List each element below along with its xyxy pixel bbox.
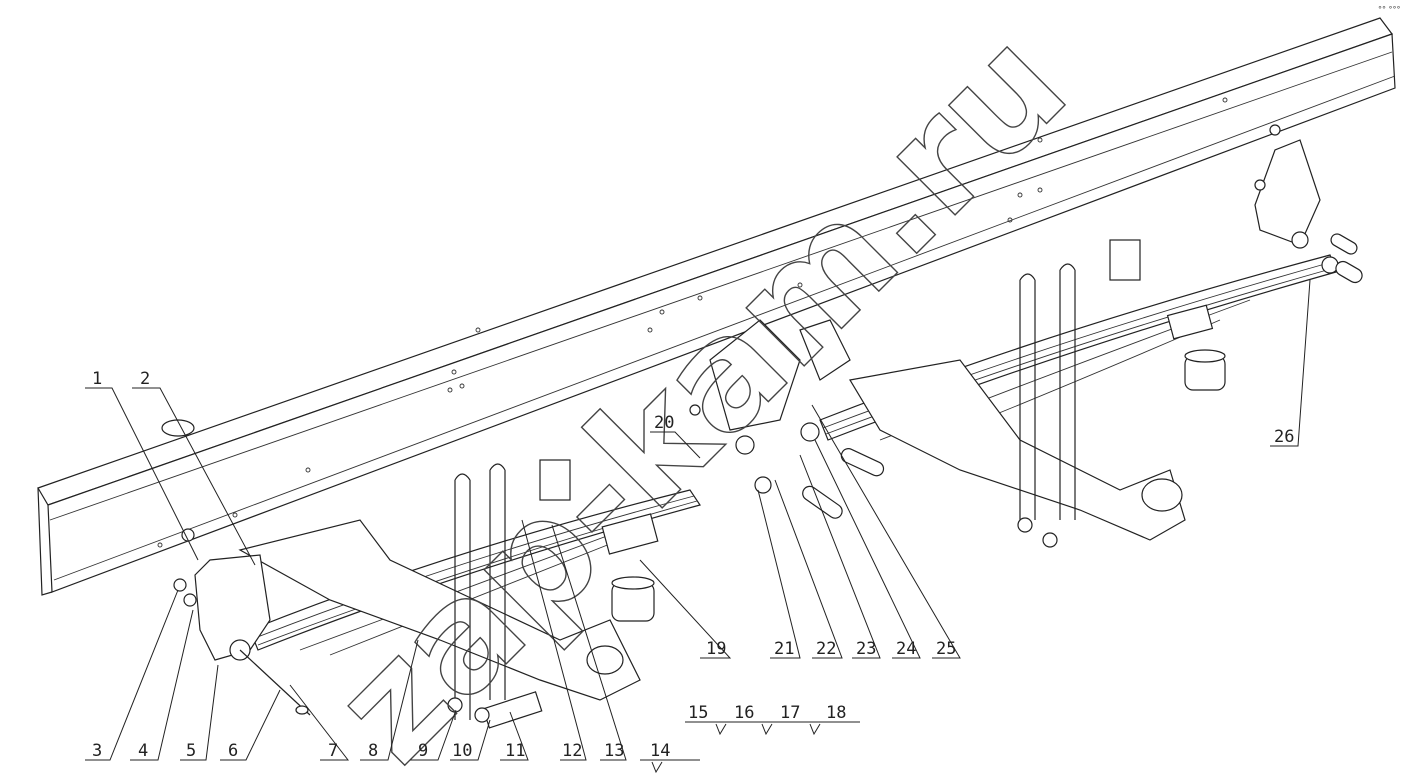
nuts xyxy=(173,124,1281,723)
front-u-bolts xyxy=(454,463,506,720)
callout-10: 10 xyxy=(452,741,472,761)
callout-6: 6 xyxy=(228,741,238,761)
callout-2: 2 xyxy=(140,369,150,389)
frame-rail xyxy=(37,17,1396,596)
callout-8: 8 xyxy=(368,741,378,761)
center-bracket xyxy=(709,319,851,494)
callout-9: 9 xyxy=(418,741,428,761)
front-axle xyxy=(238,519,641,701)
callout-14: 14 xyxy=(650,741,670,761)
callout-24: 24 xyxy=(896,639,916,659)
callout-18: 18 xyxy=(826,703,846,723)
callout-26: 26 xyxy=(1274,427,1294,447)
callout-13: 13 xyxy=(604,741,624,761)
callout-5: 5 xyxy=(186,741,196,761)
callout-16: 16 xyxy=(734,703,754,723)
callout-3: 3 xyxy=(92,741,102,761)
callout-1: 1 xyxy=(92,369,102,389)
callout-12: 12 xyxy=(562,741,582,761)
callout-20: 20 xyxy=(654,413,674,433)
front-hanger-bracket xyxy=(194,554,311,716)
callout-15: 15 xyxy=(688,703,708,723)
callout-23: 23 xyxy=(856,639,876,659)
rear-axle xyxy=(849,359,1186,541)
callout-17: 17 xyxy=(780,703,800,723)
corner-mark: °° °°° xyxy=(1378,5,1401,14)
callout-25: 25 xyxy=(936,639,956,659)
clamps xyxy=(482,239,1214,729)
callout-11: 11 xyxy=(505,741,525,761)
pins xyxy=(802,233,1363,519)
callout-22: 22 xyxy=(816,639,836,659)
rear-u-bolts xyxy=(1019,263,1076,520)
callout-leaders xyxy=(85,279,1311,774)
callout-19: 19 xyxy=(706,639,726,659)
rubber-buffers xyxy=(611,349,1226,622)
callout-7: 7 xyxy=(328,741,338,761)
callout-4: 4 xyxy=(138,741,148,761)
callout-21: 21 xyxy=(774,639,794,659)
callout-numbers: 1 2 3 4 5 6 7 8 9 10 11 12 13 14 15 16 1… xyxy=(92,369,1294,761)
rear-hanger-bracket xyxy=(1254,139,1339,274)
